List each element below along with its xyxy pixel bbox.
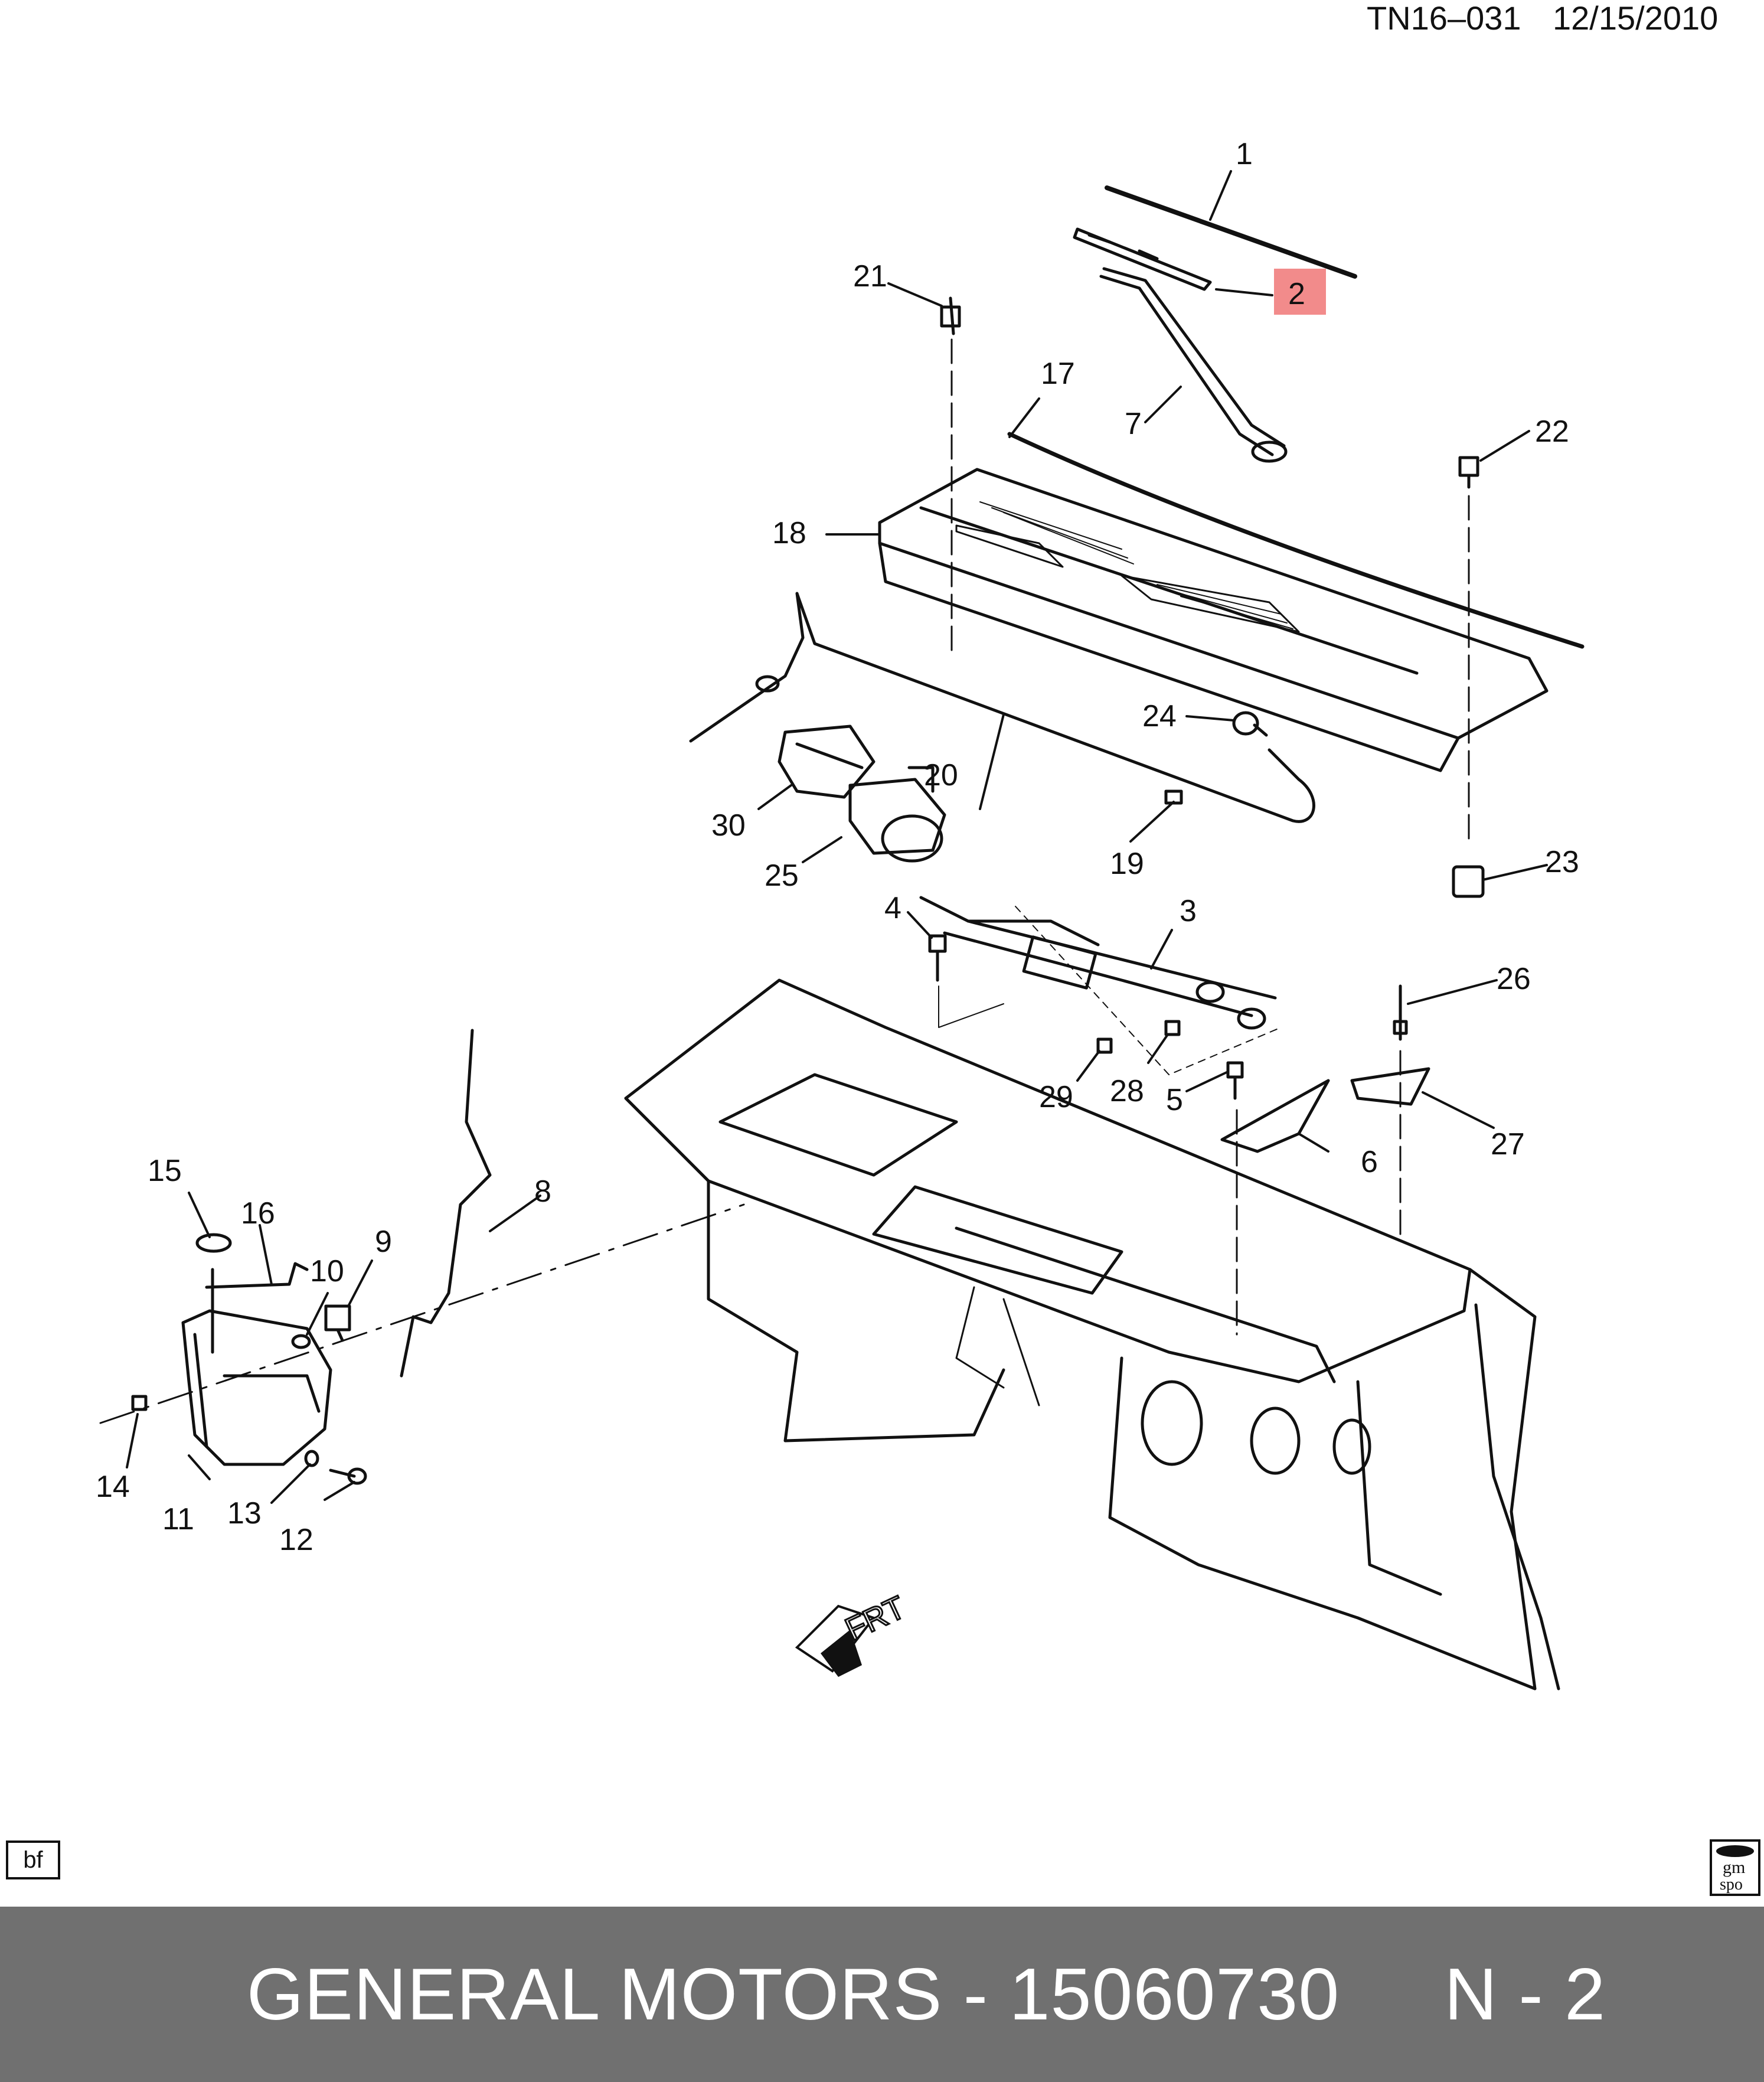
- callout-25: 25: [765, 859, 799, 893]
- callout-21: 21: [853, 259, 887, 293]
- callout-8: 8: [534, 1174, 551, 1209]
- gm-spo-logo: gm spo: [1710, 1839, 1760, 1896]
- nut-14: [131, 1395, 148, 1411]
- highlight-box: [1274, 269, 1326, 315]
- callout-2: 2: [1288, 277, 1305, 311]
- callout-28: 28: [1110, 1074, 1144, 1108]
- cowl-seal: [1007, 432, 1585, 649]
- logo-line2: spo: [1720, 1875, 1743, 1894]
- callout-7: 7: [1125, 407, 1142, 441]
- callout-22: 22: [1535, 415, 1569, 449]
- dash-panel: [624, 978, 1560, 1691]
- filler-neck: [205, 1262, 309, 1354]
- nut-23: [1452, 865, 1485, 898]
- wiper-blade: [1073, 227, 1212, 291]
- callout-13: 13: [227, 1496, 262, 1531]
- leader-lines: [126, 170, 1548, 1504]
- washer-hose: [689, 592, 1315, 823]
- callout-18: 18: [772, 516, 806, 550]
- footer-bar: GENERAL MOTORS - 15060730 N - 2: [0, 1907, 1764, 2082]
- callout-11: 11: [162, 1502, 194, 1536]
- washer-nozzle: [1232, 711, 1268, 737]
- callout-20: 20: [924, 758, 958, 792]
- washer-reservoir: [181, 1309, 332, 1466]
- callout-26: 26: [1497, 962, 1531, 996]
- callout-27: 27: [1491, 1127, 1525, 1161]
- bolt-22: [1458, 456, 1479, 846]
- alignment-line: [99, 1203, 745, 1424]
- wiper-blade-insert: [1105, 185, 1357, 279]
- callout-24: 24: [1142, 699, 1177, 733]
- wiper-motor: [848, 766, 946, 863]
- callout-9: 9: [375, 1225, 392, 1259]
- bolt-29: [1096, 1037, 1113, 1054]
- nut-28: [1164, 1020, 1181, 1036]
- bolt-21: [940, 296, 961, 657]
- callout-29: 29: [1039, 1080, 1073, 1114]
- wiper-arm: [1099, 267, 1288, 463]
- callout-12: 12: [279, 1523, 313, 1557]
- callout-10: 10: [310, 1254, 344, 1288]
- wiper-motor-bracket: [778, 725, 876, 799]
- callout-16: 16: [241, 1196, 275, 1231]
- washer-hose-8: [400, 1029, 492, 1378]
- corner-tag: bf: [6, 1840, 60, 1879]
- callout-numbers: 1 2 3 4 5 6 7 8 9 10 11 12 13 14 15 16 1…: [96, 137, 1579, 1557]
- bracket-27: [1350, 1067, 1430, 1106]
- callout-14: 14: [96, 1470, 130, 1504]
- callout-5: 5: [1166, 1083, 1183, 1117]
- washer-13: [304, 1450, 319, 1467]
- bolt-5: [1226, 1061, 1244, 1336]
- callout-3: 3: [1180, 894, 1197, 928]
- callout-19: 19: [1110, 847, 1144, 881]
- document-date: 12/15/2010: [1553, 0, 1718, 37]
- document-id: TN16–031: [1367, 0, 1521, 37]
- callout-15: 15: [148, 1154, 182, 1188]
- washer-pump-seal: [291, 1334, 311, 1349]
- callout-17: 17: [1041, 357, 1075, 391]
- stud-26: [1393, 984, 1408, 1241]
- callout-23: 23: [1545, 845, 1579, 879]
- footer-text: GENERAL MOTORS - 15060730 N - 2: [246, 1953, 1606, 2035]
- callout-30: 30: [711, 808, 746, 843]
- callout-1: 1: [1236, 137, 1253, 171]
- reservoir-cap: [195, 1233, 232, 1253]
- callout-6: 6: [1361, 1145, 1378, 1179]
- bolt-4: [928, 934, 1004, 1028]
- logo-line1: gm: [1723, 1858, 1745, 1877]
- wiper-linkage: [919, 896, 1282, 1075]
- cowl-vent-panel: [878, 468, 1549, 772]
- bolt-12: [329, 1467, 367, 1485]
- callout-4: 4: [884, 891, 901, 925]
- washer-pump: [324, 1304, 351, 1342]
